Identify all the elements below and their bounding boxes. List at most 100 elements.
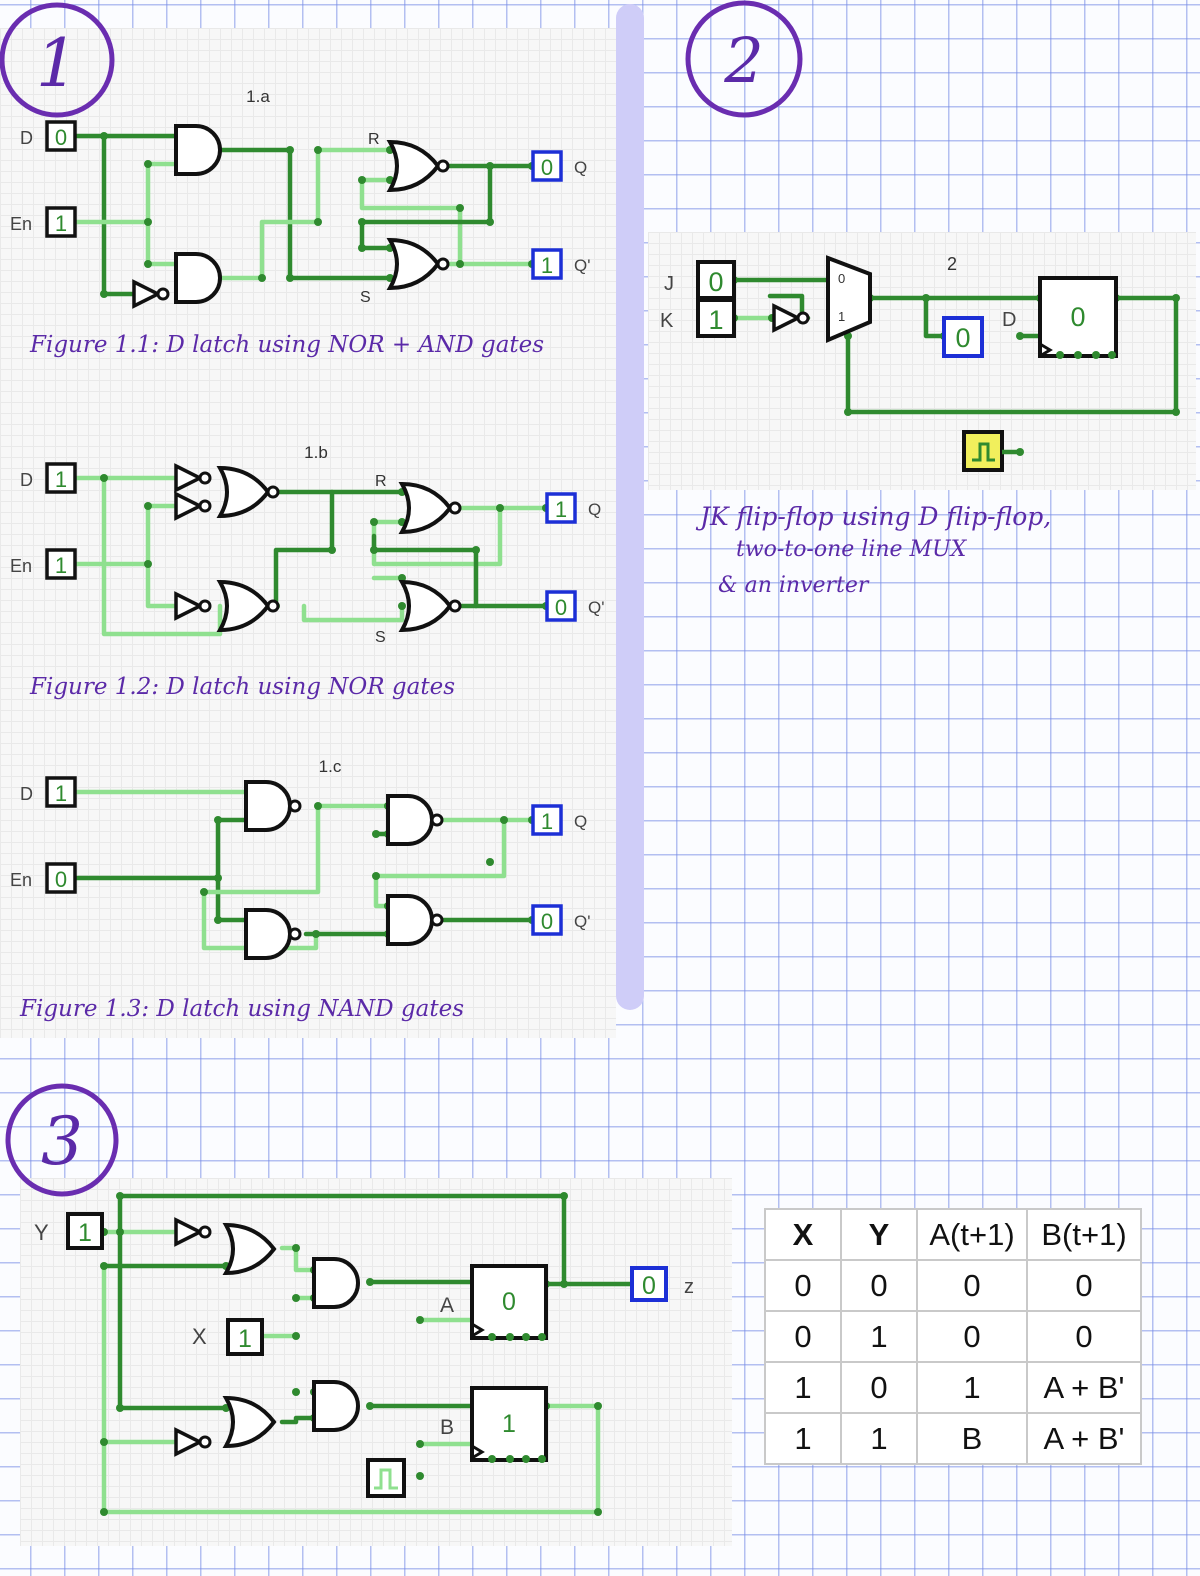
header-y: Y: [840, 1208, 918, 1261]
output-z-value: 0: [642, 1272, 656, 1300]
table-row: 0 0 0 0: [764, 1259, 1142, 1312]
cell: 1: [840, 1310, 918, 1363]
input-en-value: 1: [55, 553, 67, 578]
input-d-switch[interactable]: [45, 120, 77, 152]
input-j-switch[interactable]: [696, 260, 736, 300]
output-qn-label: Q': [574, 912, 590, 931]
cell: 0: [916, 1310, 1028, 1363]
input-k-switch[interactable]: [696, 298, 736, 338]
header-a-next: A(t+1): [916, 1208, 1028, 1261]
input-d-switch[interactable]: [45, 776, 77, 808]
table-row: 1 0 1 A + B': [764, 1361, 1142, 1414]
ff-b-label: B: [440, 1416, 454, 1439]
circuit-1b-nodes: [100, 474, 550, 610]
inverter-feedback: [174, 1428, 212, 1456]
table-row: 0 1 0 0: [764, 1310, 1142, 1363]
cell: 0: [840, 1361, 918, 1414]
input-d-label: D: [20, 784, 33, 804]
cell: 0: [840, 1259, 918, 1312]
circuit-2-title: 2: [947, 254, 957, 274]
ff-a-label: A: [440, 1294, 454, 1317]
output-q-probe: [531, 150, 563, 182]
circuit-2-caption-line-3: & an inverter: [718, 573, 870, 598]
output-qn-label: Q': [588, 598, 604, 617]
label-r: R: [375, 473, 387, 490]
cell: 0: [764, 1259, 842, 1312]
ff-a-value: 0: [502, 1288, 516, 1316]
output-qn-probe: [531, 248, 563, 280]
input-en-label: En: [10, 214, 32, 234]
output-z-probe: [630, 1266, 668, 1302]
input-en-switch[interactable]: [45, 548, 77, 580]
cell: 0: [1026, 1310, 1142, 1363]
output-qn-probe: [545, 590, 577, 622]
cell: 1: [764, 1412, 842, 1465]
output-q-value: 1: [541, 809, 553, 834]
input-d-label: D: [20, 128, 33, 148]
output-qn-value: 1: [541, 253, 553, 278]
clock-icon: [972, 442, 995, 462]
cell: 0: [916, 1259, 1028, 1312]
circuit-1b-wires: [73, 475, 549, 637]
nor-gate-r: [388, 140, 450, 192]
svg-text:2: 2: [723, 24, 763, 97]
input-d-value: 1: [55, 781, 67, 806]
nand-gate-qn: [386, 894, 444, 946]
label-s: S: [375, 629, 386, 646]
d-flip-flop-a: [470, 1264, 548, 1340]
cell: 1: [916, 1361, 1028, 1414]
input-en-switch[interactable]: [45, 862, 77, 894]
clock-input[interactable]: [366, 1458, 406, 1498]
inverter-d-2: [174, 492, 212, 520]
inverter: [132, 280, 170, 308]
input-d-switch[interactable]: [45, 462, 77, 494]
section-number-2: 2: [685, 0, 803, 118]
input-y-value: 1: [78, 1219, 92, 1247]
output-q-value: 0: [541, 155, 553, 180]
input-en-switch[interactable]: [45, 206, 77, 238]
cell: 1: [840, 1412, 918, 1465]
input-d-value: 1: [55, 467, 67, 492]
input-en-value: 1: [55, 211, 67, 236]
circuit-2-caption-line-2: two-to-one line MUX: [736, 537, 968, 562]
cell: B: [916, 1412, 1028, 1465]
inverter-d-1: [174, 464, 212, 492]
nand-gate-input-top: [244, 780, 302, 832]
ff-value: 0: [1070, 302, 1085, 332]
section-number-3: 3: [5, 1083, 119, 1197]
cell: 0: [764, 1310, 842, 1363]
or-gate-bottom: [224, 1396, 276, 1448]
input-k-value: 1: [708, 305, 723, 335]
input-en-label: En: [10, 870, 32, 890]
output-q-value: 1: [555, 497, 567, 522]
svg-text:3: 3: [41, 1103, 83, 1180]
input-x-switch[interactable]: [226, 1318, 264, 1356]
input-en-label: En: [10, 556, 32, 576]
output-q-label: Q: [574, 812, 587, 831]
and-gate-top: [312, 1257, 360, 1309]
cell: A + B': [1026, 1361, 1142, 1414]
nor-gate-input-top: [218, 466, 280, 518]
or-gate-top: [224, 1223, 276, 1275]
circuit-2: 2 0 1 J 0 K 1 0 D 0: [660, 254, 1180, 598]
truth-table: X Y A(t+1) B(t+1) 0 0 0 0 0 1 0 0 1 0 1 …: [764, 1208, 1142, 1465]
input-y-switch[interactable]: [66, 1212, 104, 1250]
input-k-label: K: [660, 310, 674, 332]
nor-gate-r: [400, 482, 462, 534]
output-q-probe: [545, 492, 577, 524]
output-z-label: z: [684, 1276, 694, 1298]
header-x: X: [764, 1208, 842, 1261]
table-row: 1 1 B A + B': [764, 1412, 1142, 1465]
mux: [826, 255, 872, 344]
figure-1-3-caption: Figure 1.3: D latch using NAND gates: [19, 996, 464, 1022]
clock-input[interactable]: [962, 430, 1004, 472]
nand-gate-q: [386, 794, 444, 846]
mux-input-0-label: 0: [838, 271, 845, 286]
nor-gate-input-bottom: [218, 580, 280, 632]
header-b-next: B(t+1): [1026, 1208, 1142, 1261]
circuit-2-caption-line-1: JK flip-flop using D flip-flop,: [695, 502, 1051, 531]
svg-text:1: 1: [36, 25, 78, 102]
output-probe: [942, 316, 984, 358]
input-x-value: 1: [238, 1325, 252, 1353]
